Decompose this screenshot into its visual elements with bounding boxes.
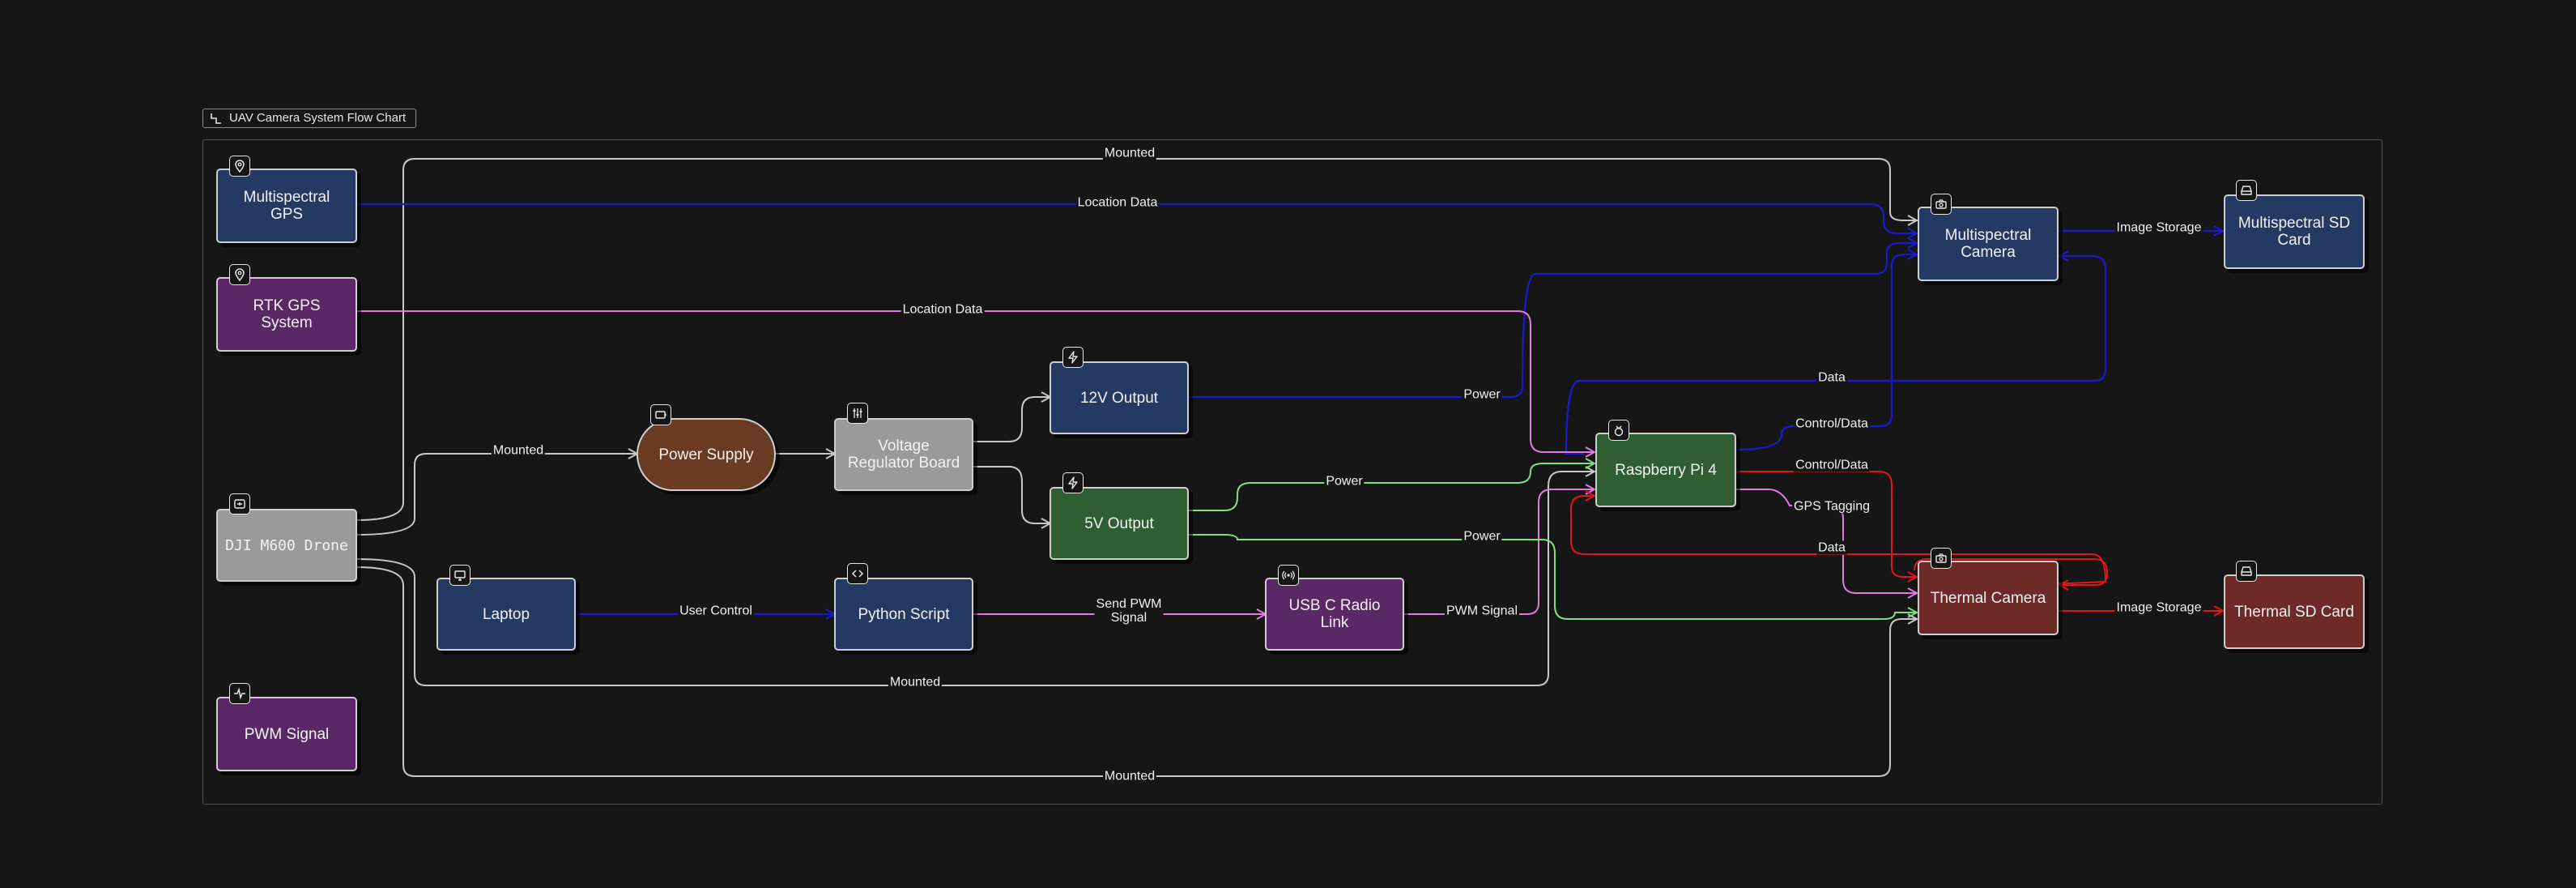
edge-label-pwm-signal: PWM Signal <box>1444 604 1520 618</box>
edge-label-mounted-top: Mounted <box>1102 146 1157 160</box>
edge-data-multi <box>1565 256 2107 455</box>
edge-label-mounted-power: Mounted <box>491 443 546 458</box>
group-title-tab[interactable]: UAV Camera System Flow Chart <box>202 109 417 128</box>
storage-icon <box>2236 561 2257 582</box>
edge-pwm-signal <box>1404 489 1594 615</box>
node-laptop[interactable]: Laptop <box>436 578 576 651</box>
node-label: Python Script <box>858 605 950 623</box>
edge-power-5v-thermal <box>1189 534 1916 620</box>
node-thermal-sd[interactable]: Thermal SD Card <box>2224 574 2365 649</box>
code-icon <box>847 563 868 584</box>
group-frame <box>202 139 2382 805</box>
node-power-supply[interactable]: Power Supply <box>637 418 776 491</box>
edge-mounted-power <box>356 454 637 536</box>
node-label: Multispectral GPS <box>243 189 330 223</box>
node-multispectral-gps[interactable]: Multispectral GPS <box>216 169 357 243</box>
edge-location-data-multi <box>356 203 1916 233</box>
camera-icon <box>1931 194 1952 215</box>
edge-label-control-data-thermal: Control/Data <box>1794 458 1870 472</box>
edge-label-power-5v-pi: Power <box>1324 474 1365 489</box>
node-dji-drone[interactable]: DJI M600 Drone <box>216 509 357 582</box>
edge-label-data-thermal: Data <box>1816 540 1847 555</box>
node-multispectral-sd[interactable]: Multispectral SD Card <box>2224 194 2365 269</box>
edge-power-12v <box>1189 243 1916 399</box>
node-label: Thermal SD Card <box>2234 603 2354 621</box>
edge-label-control-data-multi: Control/Data <box>1794 416 1870 431</box>
node-voltage-regulator[interactable]: Voltage Regulator Board <box>834 418 973 491</box>
sliders-icon <box>847 403 868 424</box>
edge-mounted-mid <box>356 472 1594 686</box>
battery-icon <box>650 404 671 425</box>
node-12v-output[interactable]: 12V Output <box>1050 361 1189 434</box>
node-5v-output[interactable]: 5V Output <box>1050 487 1189 560</box>
node-label: PWM Signal <box>244 725 330 743</box>
edge-label-gps-tagging: GPS Tagging <box>1792 499 1871 514</box>
node-usbc-radio[interactable]: USB C Radio Link <box>1265 578 1404 651</box>
drone-icon <box>229 493 250 514</box>
node-raspberry-pi[interactable]: Raspberry Pi 4 <box>1595 433 1736 507</box>
node-label: Laptop <box>482 605 530 623</box>
edge-label-send-pwm: Send PWM Signal <box>1094 597 1164 625</box>
node-rtk-gps[interactable]: RTK GPS System <box>216 277 357 352</box>
raspberry-icon <box>1608 420 1629 441</box>
node-label: Raspberry Pi 4 <box>1615 461 1717 479</box>
node-label: DJI M600 Drone <box>225 536 348 554</box>
node-label: Multispectral Camera <box>1944 227 2032 261</box>
edge-label-data-multi: Data <box>1816 370 1847 385</box>
edge-label-user-control: User Control <box>678 604 754 618</box>
map-pin-icon <box>229 156 250 177</box>
node-python-script[interactable]: Python Script <box>834 578 973 651</box>
node-thermal-camera[interactable]: Thermal Camera <box>1918 561 2059 635</box>
pulse-icon <box>229 683 250 704</box>
node-label: RTK GPS System <box>253 297 321 331</box>
edge-regulator-to-12v <box>973 397 1050 442</box>
radio-icon <box>1278 565 1299 586</box>
flowchart-icon <box>211 113 221 124</box>
edge-label-image-storage-multi: Image Storage <box>2114 220 2203 235</box>
node-pwm-signal[interactable]: PWM Signal <box>216 697 357 771</box>
node-label: Voltage Regulator Board <box>847 438 960 472</box>
edge-control-data-multi <box>1735 254 1916 451</box>
node-label: Thermal Camera <box>1930 589 2046 607</box>
edge-label-power-5v-thermal: Power <box>1462 529 1502 544</box>
edge-label-location-data-multi: Location Data <box>1075 195 1160 210</box>
edge-location-data-rtk <box>356 310 1594 452</box>
node-multispectral-camera[interactable]: Multispectral Camera <box>1918 207 2059 281</box>
lightning-icon <box>1062 472 1084 493</box>
edge-label-power-12v: Power <box>1462 387 1502 402</box>
storage-icon <box>2236 180 2257 201</box>
camera-icon <box>1931 548 1952 569</box>
edge-power-5v-pi <box>1189 463 1594 511</box>
edge-label-mounted-bottom: Mounted <box>1102 769 1157 783</box>
edge-label-mounted-mid: Mounted <box>888 675 943 689</box>
group-title: UAV Camera System Flow Chart <box>229 111 407 125</box>
map-pin-icon <box>229 264 250 285</box>
node-label: 12V Output <box>1079 389 1159 407</box>
node-label: Multispectral SD Card <box>2238 215 2351 249</box>
edge-regulator-to-5v <box>973 466 1050 523</box>
edge-control-data-thermal <box>1736 471 1916 577</box>
node-label: USB C Radio Link <box>1288 597 1381 631</box>
edge-label-image-storage-thermal: Image Storage <box>2114 600 2203 615</box>
edge-label-location-data-rtk: Location Data <box>901 302 985 317</box>
monitor-icon <box>449 565 470 586</box>
node-label: Power Supply <box>658 446 754 463</box>
edge-data-thermal <box>1570 496 2107 584</box>
lightning-icon <box>1062 347 1084 368</box>
node-label: 5V Output <box>1084 514 1154 532</box>
